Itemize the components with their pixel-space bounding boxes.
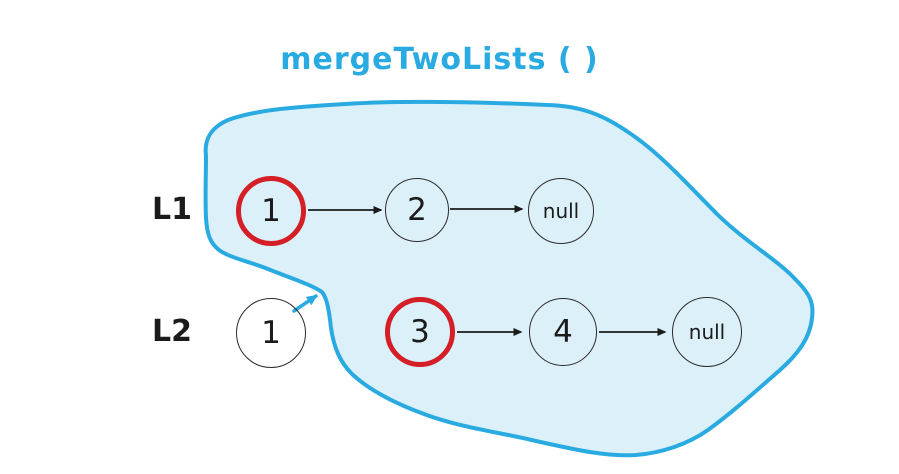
l2-node-1: 1 [236,298,306,368]
l1-node-1: 1 [236,176,306,246]
list-label-l2: L2 [152,314,192,349]
l1-node-2: 2 [385,178,449,242]
l2-node-null: null [672,297,742,367]
merge-pointer-arrow [292,294,318,313]
l2-node-3: 3 [385,297,455,367]
merged-region-blob [203,99,815,458]
l2-node-4: 4 [529,298,597,366]
function-title: mergeTwoLists ( ) [280,42,599,77]
l1-node-null: null [528,178,594,244]
list-label-l1: L1 [152,192,192,227]
